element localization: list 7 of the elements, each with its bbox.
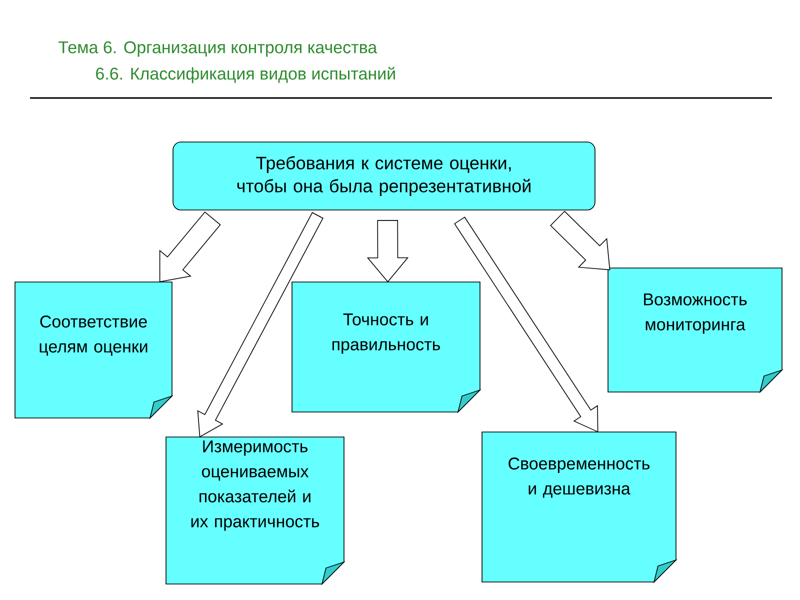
subtitle: 6.6. Классификация видов испытаний [96,66,395,84]
requirement-box: Требования к системе оценки, чтобы она была репрезентативной [172,142,596,210]
title: Тема 6. Организация контроля качества [58,41,378,57]
block-arrow [550,210,610,270]
block-arrow [454,216,598,432]
block-arrow [366,220,409,282]
block-arrow [197,212,324,438]
